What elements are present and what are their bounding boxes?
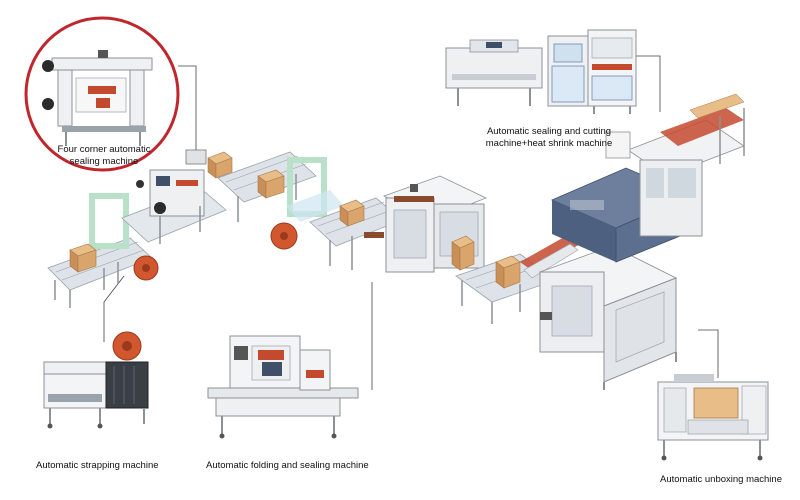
carton-4 xyxy=(339,199,365,227)
l-sealer-shrink-tunnel-icon xyxy=(445,29,637,114)
carton-erector-inline xyxy=(539,245,677,390)
folding-sealer-icon xyxy=(207,335,359,439)
leader-lines xyxy=(103,55,719,390)
label-four-corner-line1: Four corner automatic xyxy=(57,144,151,155)
label-four-corner-line2: sealing machine xyxy=(69,156,139,167)
label-strapping-machine: Automatic strapping machine xyxy=(36,460,159,471)
main-conveyor-line xyxy=(47,149,677,390)
four-corner-sealer-icon xyxy=(42,50,153,146)
carton-3 xyxy=(257,169,285,199)
strapping-machine-icon xyxy=(43,331,149,429)
inline-l-sealer xyxy=(605,93,745,237)
four-corner-sealer-callout xyxy=(24,16,180,172)
inline-strapping-frame-2 xyxy=(270,157,344,250)
leader-line-four-corner xyxy=(178,65,197,150)
label-unboxing-machine: Automatic unboxing machine xyxy=(660,474,782,485)
label-sealing-cutting-line1: Automatic sealing and cutting xyxy=(486,126,612,137)
carton-erector-icon xyxy=(657,374,769,461)
carton-1 xyxy=(69,243,97,273)
conveyor-segment-2 xyxy=(121,149,227,244)
label-four-corner-sealing: Four corner automatic sealing machine xyxy=(44,144,164,168)
leader-line-sealing-cutting xyxy=(630,55,661,112)
carton-5 xyxy=(451,235,475,271)
carton-2 xyxy=(207,151,233,179)
incline-conveyor xyxy=(520,236,580,279)
label-sealing-cutting-shrink: Automatic sealing and cutting machine+he… xyxy=(474,126,624,150)
leader-line-unboxing xyxy=(698,329,719,378)
label-folding-sealing-machine: Automatic folding and sealing machine xyxy=(206,460,369,471)
carton-6 xyxy=(495,255,521,289)
label-sealing-cutting-line2: machine+heat shrink machine xyxy=(485,138,613,149)
case-packer-machine xyxy=(364,175,488,273)
leader-line-strapping xyxy=(103,275,125,342)
